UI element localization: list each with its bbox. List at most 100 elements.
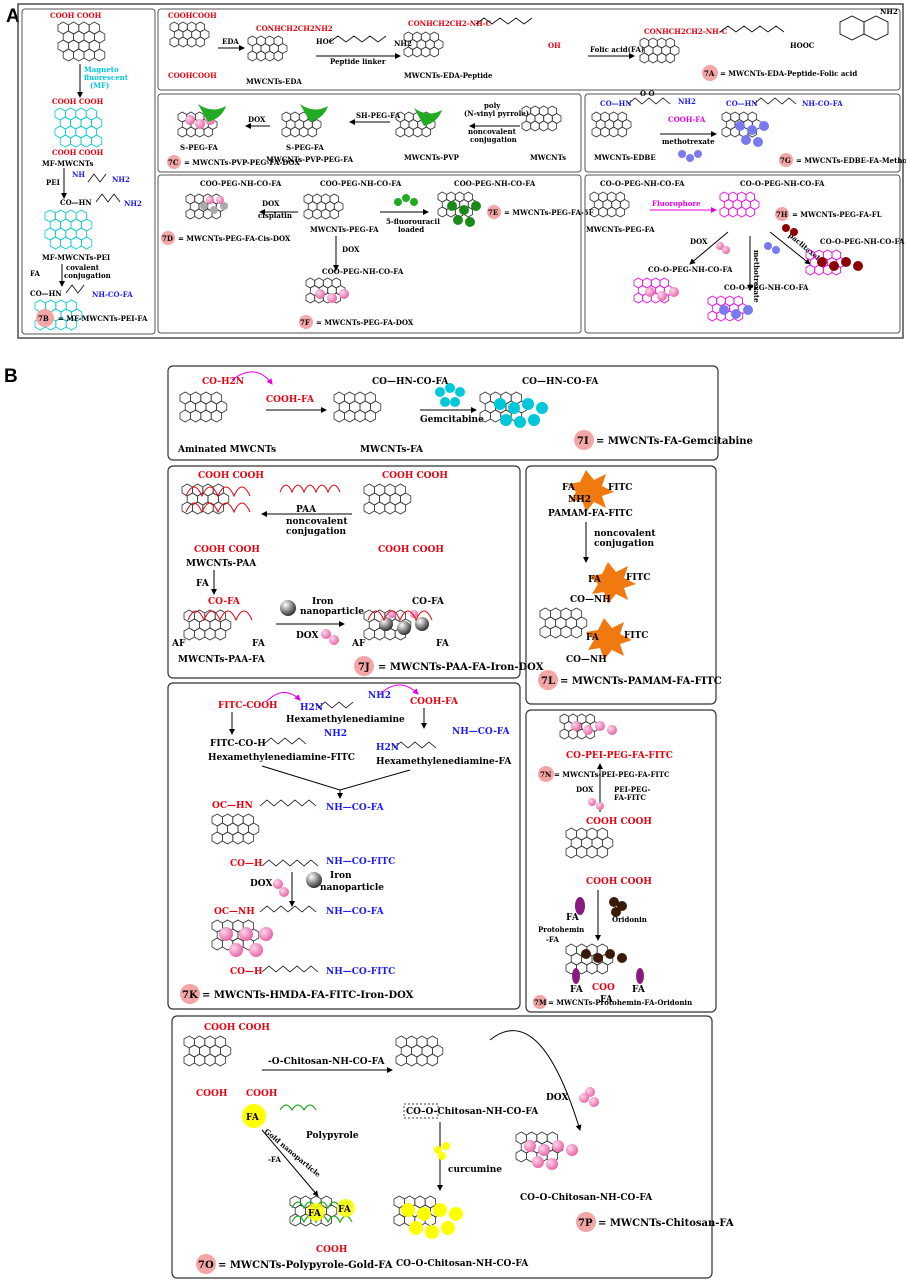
7j-iron-1: Iron (312, 597, 334, 607)
box-7k: FITC-COOH H2N NH2 COOH-FA Hexamethylened… (167, 682, 521, 1010)
7b-covalent: covalent (66, 263, 100, 272)
7b-mf-label-2: fluorescent (84, 73, 129, 82)
7b-nh: NH (72, 170, 85, 179)
7g-caption: = MWCNTs-EDBE-FA-Methotrexate (796, 156, 906, 165)
cnt-hexagon (200, 409, 212, 423)
7i-co-h2n: CO-H2N (202, 377, 244, 387)
7i-caption: = MWCNTs-FA-Gemcitabine (596, 436, 753, 447)
cnt-hexagon (312, 208, 322, 220)
cnt-hexagon (805, 264, 816, 276)
7l-nh2: NH2 (568, 495, 591, 505)
7p-co-o-chitosan: CO–O-Chitosan-NH-CO-FA (406, 1107, 539, 1117)
cnt-hexagon (210, 409, 223, 423)
7g-o-o: O O (640, 89, 655, 98)
7a-eda: EDA (222, 37, 239, 46)
7k-nh2: NH2 (368, 691, 391, 701)
7l-cnt (539, 607, 588, 639)
cnt-hexagon (546, 1149, 558, 1163)
7a-hooc: HOOC (790, 41, 815, 50)
7m-fa: FA (566, 913, 580, 923)
7p-caption: = MWCNTs-Chitosan-FA (598, 1218, 734, 1229)
7l-fa-2: FA (588, 575, 602, 585)
7h-fluorophore: Fluorophore (652, 199, 701, 208)
7b-cooh-top: COOH COOH (50, 11, 102, 20)
7h-peg-fa: MWCNTs-PEG-FA (586, 225, 655, 234)
7e-cnt (437, 191, 478, 218)
7j-fa-2: FA (436, 639, 450, 649)
box-7h: CO-O-PEG-NH-CO-FA MWCNTs-PEG-FA Fluoroph… (584, 174, 905, 334)
7k-co-h: CO—H (230, 859, 263, 869)
7c-cnt-peg (281, 111, 322, 138)
cnt-hexagon (598, 206, 608, 218)
7a-nh2: NH2 (394, 39, 412, 48)
7l-fitc-2: FITC (626, 573, 650, 583)
7k-oc-nh: OC—NH (214, 907, 255, 917)
7f-cnt (305, 277, 346, 304)
7b-mf-cooh-top: COOH COOH (52, 97, 104, 106)
7d-peg-fa: MWCNTs-PEG-FA (310, 225, 379, 234)
7d-dox: DOX (262, 199, 280, 208)
7a-hoc: HOC (316, 37, 335, 46)
7k-co-h-2: CO—H (230, 967, 263, 977)
7k-h2n: H2N (300, 703, 323, 713)
7m-cnt-final (565, 943, 614, 975)
7h-tag: 7H (776, 210, 788, 219)
7c-tag: 7C (168, 158, 179, 167)
cnt-hexagon (403, 46, 414, 58)
cnt-hexagon (707, 310, 718, 322)
7j-af: AF (171, 639, 186, 649)
7j-cooh-tl: COOH COOH (198, 471, 264, 481)
cnt-hexagon (721, 126, 732, 138)
7g-nh2: NH2 (678, 97, 696, 106)
7g-cooh-fa: COOH-FA (668, 115, 706, 124)
7i-aminated: Aminated MWCNTs (177, 445, 276, 455)
box-7c: S-PEG-FA DOX 7C = MWCNTs-PVP-PEG-FA-DOX … (157, 93, 582, 173)
cnt-hexagon (185, 208, 196, 220)
cnt-hexagon (178, 36, 188, 48)
7l-pamam: PAMAM-FA-FITC (548, 509, 633, 519)
7o-caption: = MWCNTs-Polypyrole-Gold-FA (218, 1260, 393, 1271)
7k-nh-co-fitc: NH—CO-FITC (326, 857, 395, 867)
7g-cnt-edbe (591, 111, 632, 138)
7p-dox: DOX (546, 1093, 568, 1103)
7a-tag: 7A (704, 69, 715, 78)
7m-coo: COO (592, 983, 615, 993)
7l-nc-2: conjugation (594, 539, 655, 549)
7n-dox: DOX (576, 785, 594, 794)
7j-caption: = MWCNTs-PAA-FA-Iron-DOX (378, 662, 544, 673)
cnt-hexagon (290, 126, 300, 138)
cnt-hexagon (204, 1053, 216, 1067)
7m-oridonin: Oridonin (612, 915, 647, 924)
7l-fitc: FITC (608, 483, 632, 493)
7o-cnt-start (183, 1035, 232, 1067)
cnt-hexagon (364, 409, 377, 423)
cnt-hexagon (70, 236, 82, 250)
7a-oh: OH (548, 41, 561, 50)
7b-cnt-1 (57, 21, 106, 62)
7n-cooh-b: COOH COOH (586, 877, 652, 887)
7c-poly-4: conjugation (470, 135, 517, 144)
cnt-hexagon (91, 134, 103, 148)
7j-iron-2: nanoparticle (300, 607, 364, 617)
7a-mid-product: MWCNTs-EDA-Peptide (404, 71, 493, 80)
7n-pei-2: FA-FITC (614, 793, 646, 802)
7b-mf-label-3: (MF) (90, 81, 109, 90)
7e-fu-1: 5-fluorouracil (386, 217, 440, 226)
7j-paa: PAA (296, 505, 317, 515)
7n-caption: = MWCNTs-PEI-PEG-FA-FITC (554, 770, 670, 779)
cnt-hexagon (195, 36, 206, 48)
panel-a-frame (17, 3, 904, 339)
box-7l: FA FITC NH2 PAMAM-FA-FITC noncovalent co… (525, 465, 722, 705)
cnt-hexagon (305, 292, 316, 304)
cnt-hexagon (426, 1053, 439, 1067)
cnt-hexagon (343, 409, 356, 423)
cnt-hexagon (639, 52, 650, 64)
7k-nh-co-fitc-2: NH—CO-FITC (326, 967, 395, 977)
7j-mwcnts-paa: MWCNTs-PAA (186, 559, 257, 569)
cnt-hexagon (393, 1213, 405, 1227)
7i-gemcitabine: Gemcitabine (420, 415, 484, 425)
7i-cnt-aminated (179, 391, 228, 423)
cnt-hexagon (547, 120, 557, 132)
7k-iron-2: nanoparticle (320, 883, 384, 893)
cnt-hexagon (320, 1213, 333, 1227)
